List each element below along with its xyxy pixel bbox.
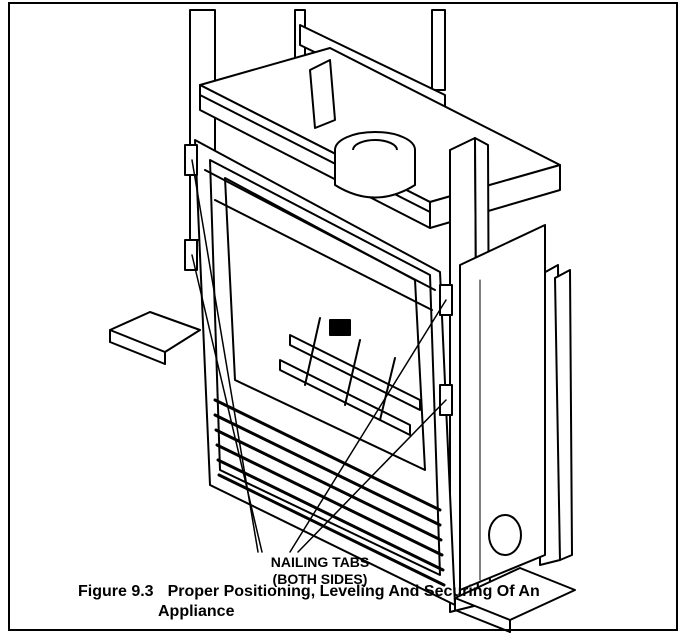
log-grate	[279, 317, 421, 436]
louver-grille	[213, 398, 446, 587]
caption-line-1: Proper Positioning, Leveling And Securin…	[167, 583, 540, 600]
callout-leader-lines	[191, 159, 447, 553]
vent-collar	[334, 131, 416, 199]
callout-line-1: NAILING TABS	[270, 554, 370, 570]
caption-line-2: Appliance	[158, 603, 235, 620]
firebox-side-panel	[459, 224, 546, 591]
floor-plate-right	[454, 567, 576, 633]
figure-number: Figure 9.3	[78, 583, 154, 600]
callout-line-2: (BOTH SIDES)	[272, 571, 368, 587]
floor-plate-left	[109, 311, 201, 365]
nailing-tabs-callout: NAILING TABS (BOTH SIDES)	[230, 554, 410, 588]
figure-caption: Figure 9.3 Proper Positioning, Leveling …	[78, 582, 668, 622]
